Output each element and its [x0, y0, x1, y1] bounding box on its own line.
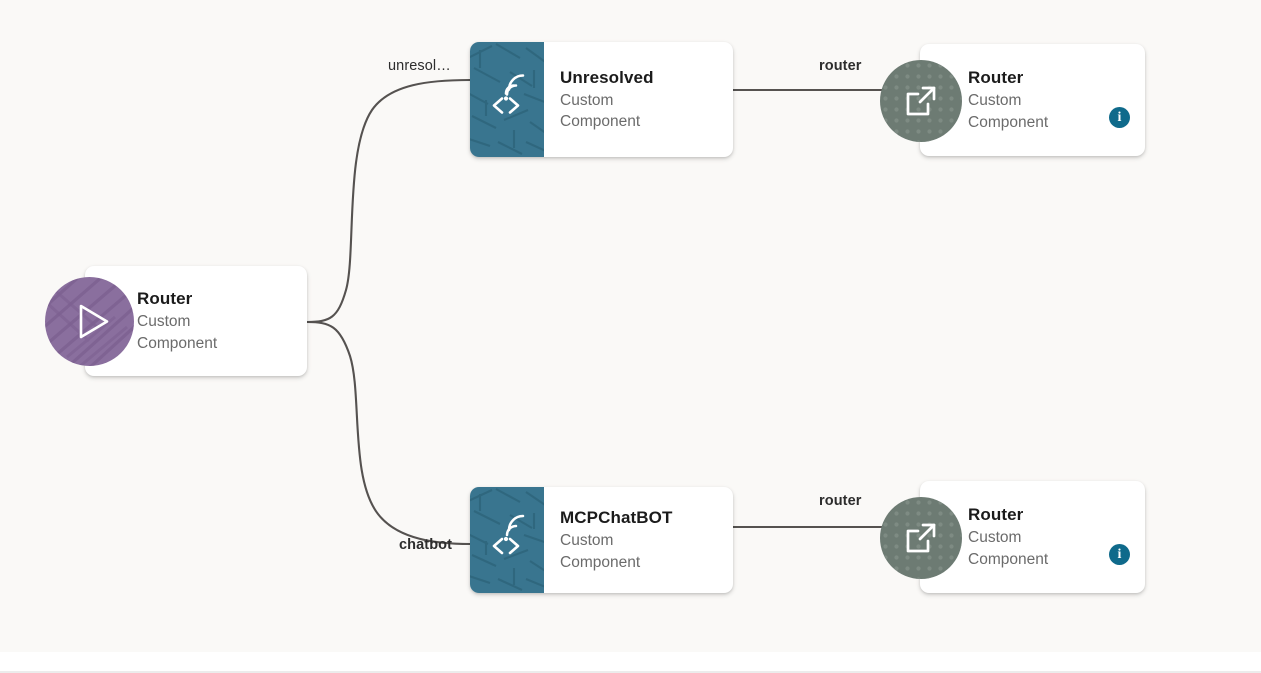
node-title: Unresolved	[560, 67, 654, 87]
webhook-code-icon[interactable]	[470, 487, 544, 593]
node-title: Router	[968, 505, 1024, 524]
external-link-icon-svg	[880, 60, 962, 142]
node-subtitle-line2: Component	[560, 553, 641, 571]
node-title: MCPChatBOT	[560, 508, 673, 527]
node-title: Router	[137, 289, 193, 308]
external-link-icon-svg	[880, 497, 962, 579]
node-subtitle-line2: Component	[968, 550, 1049, 568]
node-subtitle: Custom Component	[968, 527, 1098, 570]
flow-canvas[interactable]: unresol… router chatbot router Router Cu…	[0, 0, 1261, 652]
node-unresolved[interactable]: Unresolved Custom Component	[470, 42, 733, 157]
webhook-code-icon-svg	[470, 43, 544, 155]
node-title: Router	[968, 68, 1024, 87]
webhook-code-icon[interactable]	[470, 42, 544, 157]
node-mcpchatbot[interactable]: MCPChatBOT Custom Component	[470, 487, 733, 593]
node-router-source-text: Router Custom Component	[137, 266, 297, 376]
node-subtitle-line1: Custom	[968, 529, 1022, 547]
footer-divider	[0, 671, 1261, 673]
node-unresolved-text: Unresolved Custom Component	[560, 42, 721, 157]
info-badge[interactable]: i	[1109, 544, 1130, 565]
node-router-top-text: Router Custom Component	[968, 44, 1111, 156]
node-subtitle-line2: Component	[968, 113, 1049, 131]
node-subtitle: Custom Component	[560, 90, 690, 133]
edge-label-router-bottom: router	[819, 493, 862, 509]
node-subtitle-line1: Custom	[560, 91, 614, 109]
node-subtitle-line1: Custom	[560, 532, 614, 550]
play-triangle-icon[interactable]	[45, 277, 134, 366]
edge-unresolved-path	[305, 78, 472, 324]
node-subtitle-line2: Component	[560, 113, 641, 131]
node-router-bottom-text: Router Custom Component	[968, 481, 1111, 593]
node-subtitle: Custom Component	[137, 311, 267, 354]
edge-chatbot-path	[305, 320, 472, 546]
node-subtitle: Custom Component	[968, 90, 1098, 133]
external-link-icon[interactable]	[880, 497, 962, 579]
webhook-code-icon-svg	[470, 488, 544, 591]
edge-label-unresolved: unresol…	[388, 58, 451, 74]
edge-label-chatbot: chatbot	[399, 537, 453, 553]
node-subtitle-line1: Custom	[137, 313, 191, 331]
info-badge[interactable]: i	[1109, 107, 1130, 128]
node-subtitle: Custom Component	[560, 530, 690, 573]
external-link-icon[interactable]	[880, 60, 962, 142]
node-subtitle-line2: Component	[137, 334, 218, 352]
node-subtitle-line1: Custom	[968, 92, 1022, 110]
footer-strip	[0, 652, 1261, 671]
play-triangle-icon-svg	[45, 277, 134, 366]
edge-label-router-top: router	[819, 58, 862, 74]
node-mcpchatbot-text: MCPChatBOT Custom Component	[560, 487, 723, 593]
